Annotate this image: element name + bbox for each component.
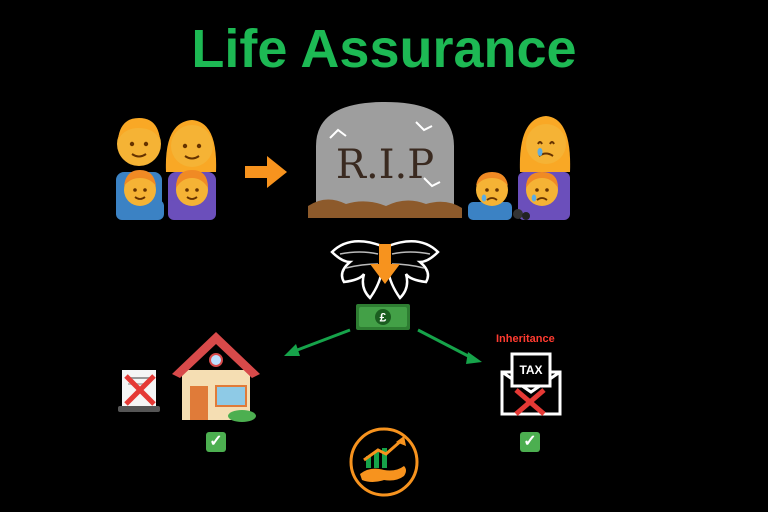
inheritance-label: Inheritance bbox=[496, 333, 555, 345]
bull-logo-icon bbox=[349, 427, 419, 497]
tombstone-text: R.I.P bbox=[336, 142, 434, 188]
mortgage-document-icon bbox=[118, 370, 160, 412]
check-icon: ✓ bbox=[206, 432, 226, 452]
child-boy bbox=[116, 170, 164, 220]
check-icon: ✓ bbox=[520, 432, 540, 452]
banknote-icon: £ bbox=[356, 304, 410, 330]
child-girl bbox=[168, 170, 216, 220]
sad-girl bbox=[526, 172, 558, 206]
angel-wings-icon bbox=[330, 239, 440, 300]
red-cross-icon bbox=[514, 388, 546, 416]
right-arrow-icon bbox=[245, 156, 287, 188]
tax-label: TAX bbox=[519, 363, 542, 377]
tombstone-icon: R.I.P bbox=[308, 102, 462, 218]
family-icon bbox=[116, 118, 217, 220]
green-arrows bbox=[284, 328, 482, 364]
grieving-family-icon bbox=[468, 116, 571, 220]
right-green-arrow-icon bbox=[417, 328, 482, 364]
house-icon bbox=[172, 332, 260, 422]
sad-boy bbox=[468, 172, 512, 220]
down-arrow-icon bbox=[370, 244, 400, 284]
tax-envelope-icon: TAX bbox=[500, 352, 562, 416]
red-cross-icon bbox=[124, 374, 156, 406]
page-title: Life Assurance bbox=[191, 19, 577, 79]
left-green-arrow-icon bbox=[284, 328, 351, 356]
money-symbol: £ bbox=[380, 311, 387, 325]
